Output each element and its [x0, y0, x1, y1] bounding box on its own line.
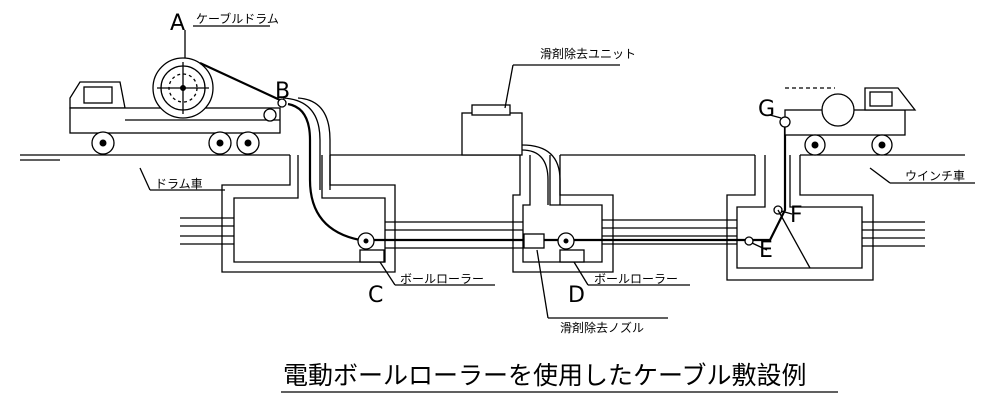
- ball-roller-c: [357, 232, 385, 263]
- label-f: F: [790, 203, 803, 228]
- label-d: D: [568, 283, 585, 308]
- label-e: E: [759, 238, 773, 263]
- label-d-text: ボールローラー: [594, 272, 678, 286]
- winch-truck: [779, 87, 917, 156]
- label-g: G: [758, 97, 775, 122]
- diagram-title: 電動ボールローラーを使用したケーブル敷設例: [283, 361, 807, 390]
- pulleys-ef: [744, 205, 811, 269]
- cable-drum: [152, 57, 214, 119]
- label-c: C: [368, 283, 383, 308]
- lube-removal-unit: [461, 104, 561, 205]
- label-c-text: ボールローラー: [400, 272, 484, 286]
- drum-truck: [69, 81, 281, 155]
- label-winch-truck: ウインチ車: [905, 169, 965, 183]
- label-b: B: [275, 79, 290, 104]
- manhole-right: [726, 155, 874, 281]
- label-a-text: ケーブルドラム: [196, 11, 279, 26]
- label-a: A: [170, 11, 185, 36]
- label-lube-nozzle: 滑剤除去ノズル: [560, 320, 644, 335]
- ground-line: [20, 154, 965, 161]
- ball-roller-d: [523, 232, 585, 263]
- label-lube-unit: 滑剤除去ユニット: [540, 46, 636, 61]
- guide-roller-b: [263, 98, 287, 122]
- manhole-left: [221, 155, 396, 273]
- label-drum-truck: ドラム車: [155, 177, 203, 191]
- duct-conduits: [180, 217, 925, 249]
- cable-path: [199, 62, 787, 242]
- leader-lines: [139, 25, 975, 319]
